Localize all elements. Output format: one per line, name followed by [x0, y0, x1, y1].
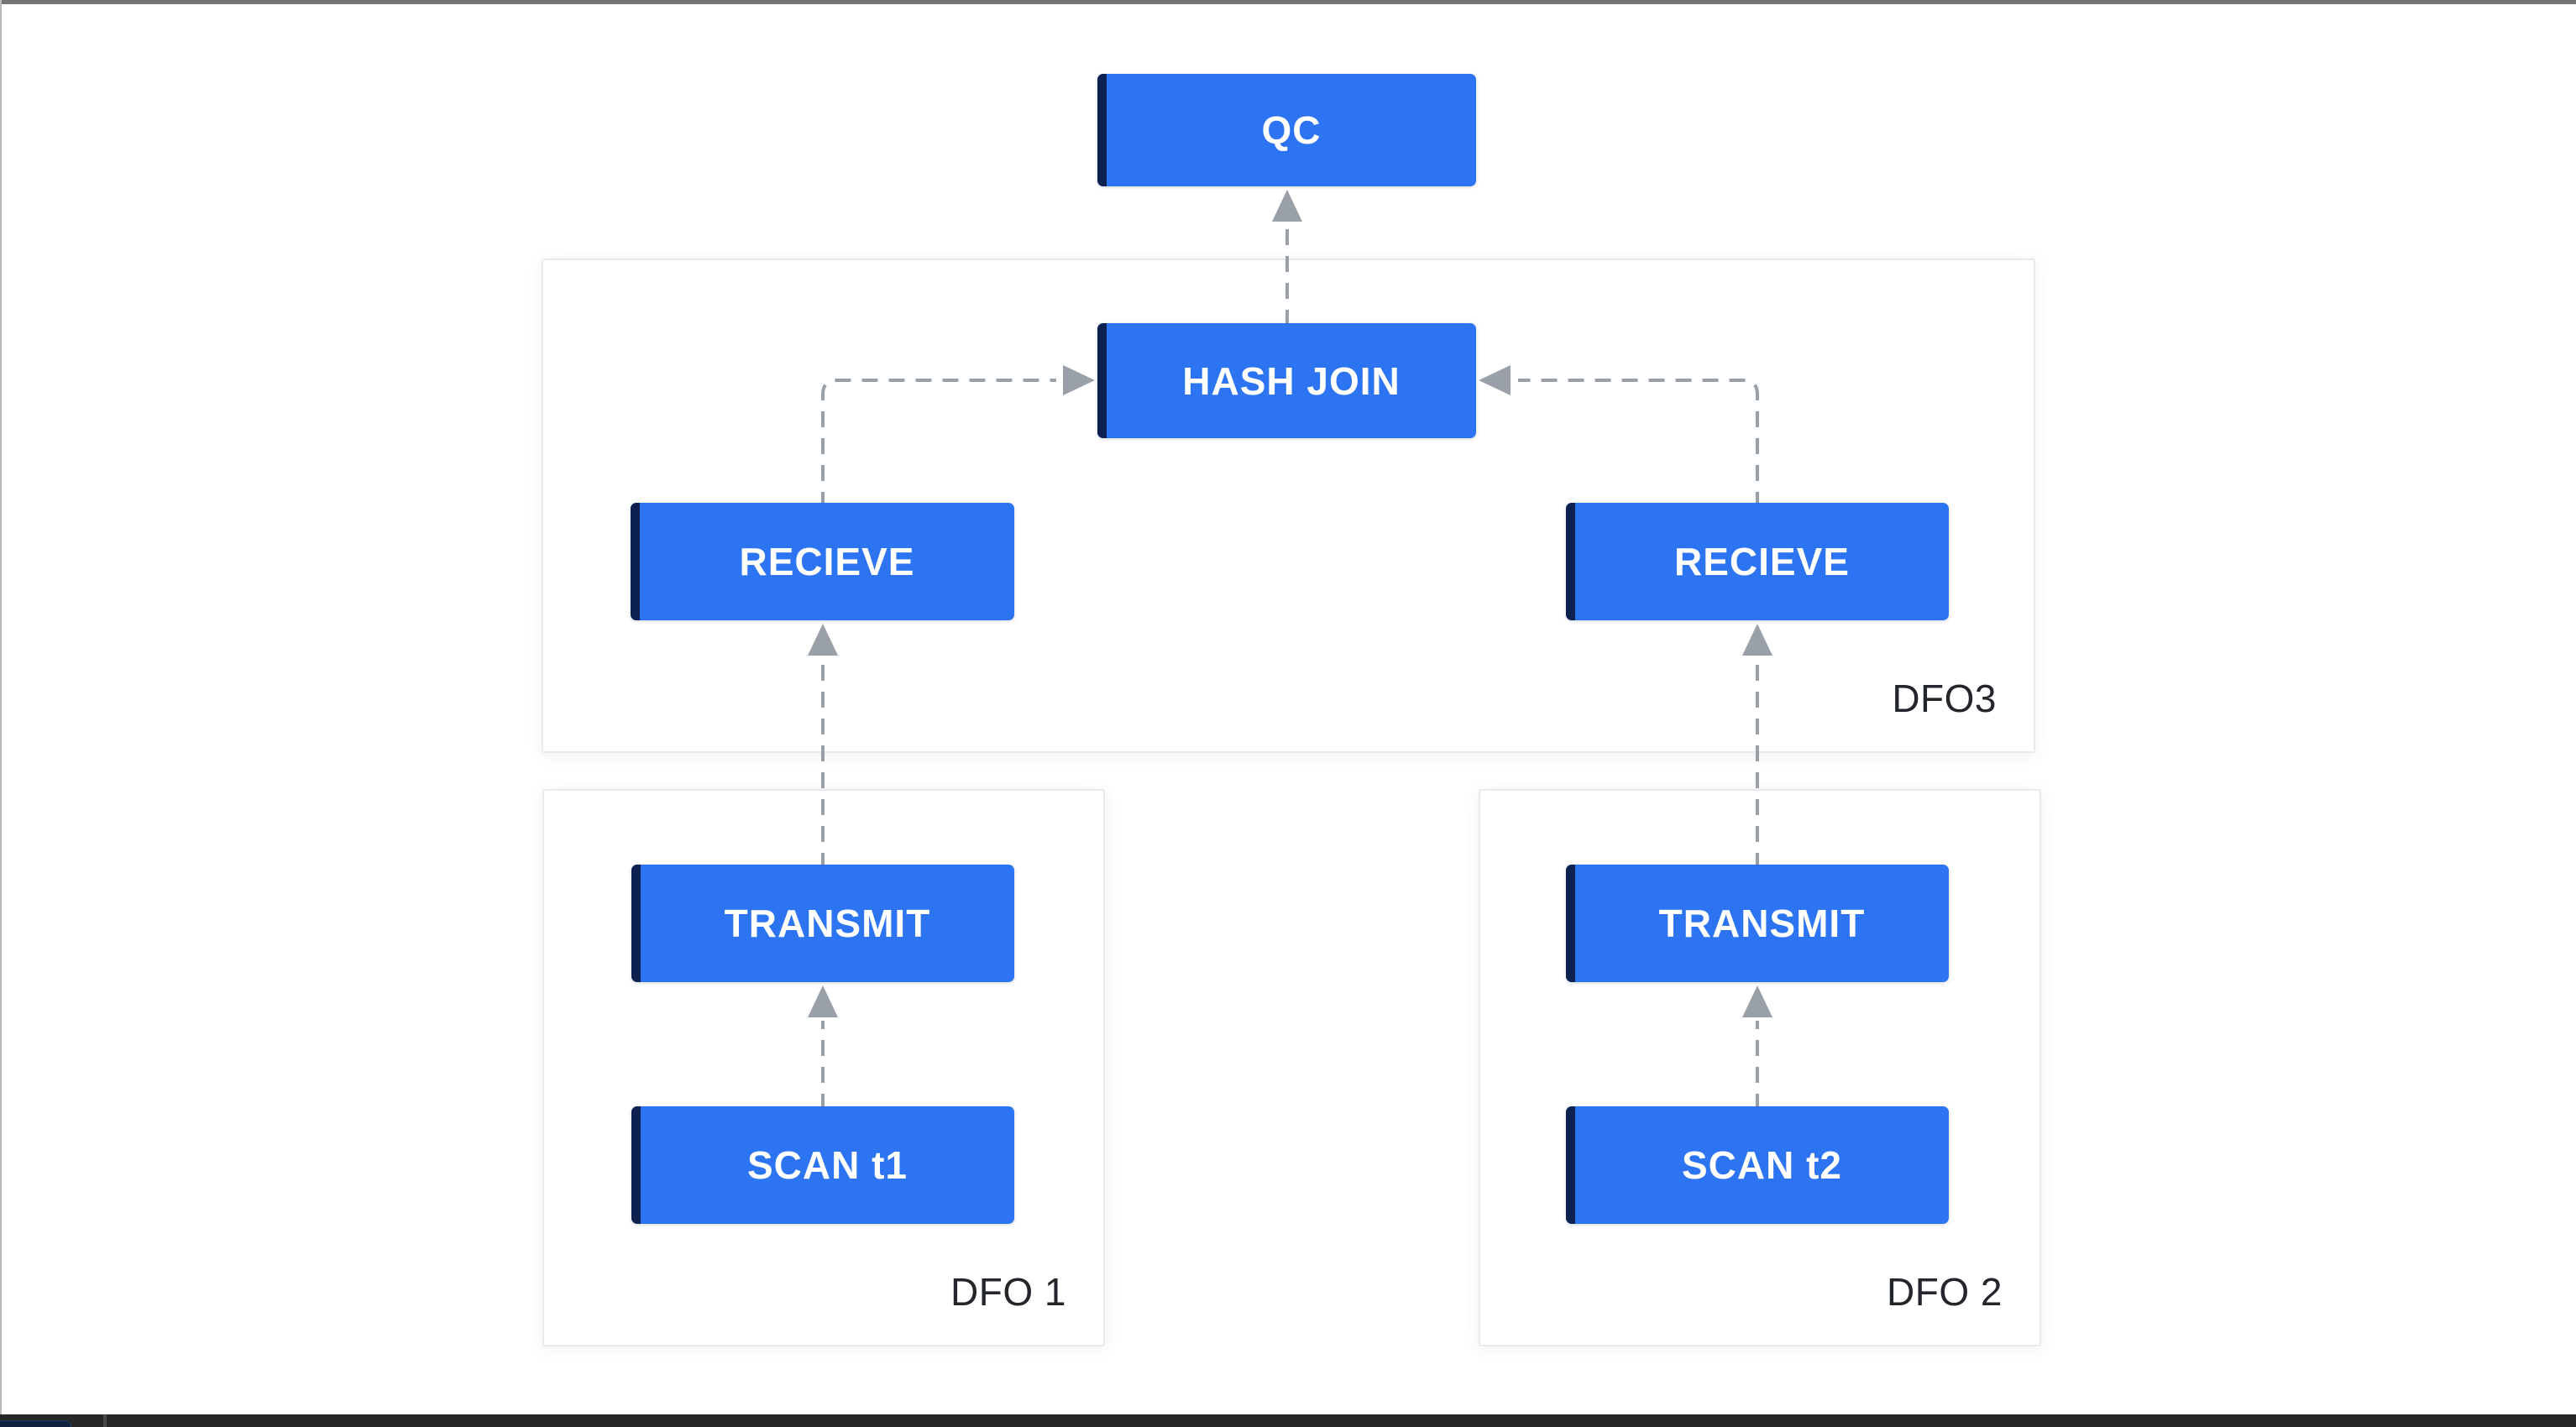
- window-left-edge: [0, 0, 2, 1419]
- node-transmit-left-accent-strip: [631, 865, 641, 982]
- node-scan-t1-label: SCAN t1: [746, 1143, 908, 1187]
- window-top-edge: [0, 0, 2576, 4]
- node-receive-left-accent-strip: [631, 503, 640, 620]
- arrowhead-into-qc: [1272, 190, 1302, 222]
- node-receive-left-label: RECIEVE: [739, 540, 915, 583]
- window-bottom-bar: [0, 1414, 2576, 1427]
- node-scan-t1: SCAN t1: [631, 1106, 1014, 1224]
- node-scan-t1-accent-strip: [631, 1106, 641, 1224]
- node-receive-right-label: RECIEVE: [1674, 540, 1850, 583]
- node-receive-right: RECIEVE: [1566, 503, 1949, 620]
- node-hash-join: HASH JOIN: [1097, 323, 1476, 438]
- node-qc-accent-strip: [1097, 74, 1107, 186]
- node-transmit-left-label: TRANSMIT: [724, 902, 931, 945]
- node-scan-t2-label: SCAN t2: [1681, 1143, 1843, 1187]
- node-scan-t2: SCAN t2: [1566, 1106, 1949, 1224]
- node-qc: QC: [1097, 74, 1476, 186]
- bottom-bar-divider: [103, 1414, 107, 1427]
- node-transmit-right: TRANSMIT: [1566, 865, 1949, 982]
- bottom-left-nub: [0, 1420, 71, 1427]
- node-receive-right-accent-strip: [1566, 503, 1575, 620]
- node-scan-t2-accent-strip: [1566, 1106, 1575, 1224]
- container-dfo3-label: DFO3: [1892, 677, 1997, 720]
- node-hash-join-label: HASH JOIN: [1182, 358, 1401, 403]
- node-transmit-right-accent-strip: [1566, 865, 1575, 982]
- node-transmit-right-label: TRANSMIT: [1658, 902, 1866, 945]
- node-hash-join-accent-strip: [1097, 323, 1107, 438]
- container-dfo1-label: DFO 1: [950, 1270, 1066, 1314]
- node-receive-left: RECIEVE: [631, 503, 1014, 620]
- node-transmit-left: TRANSMIT: [631, 865, 1014, 982]
- container-dfo2-label: DFO 2: [1887, 1270, 2003, 1314]
- node-qc-label: QC: [1261, 108, 1322, 152]
